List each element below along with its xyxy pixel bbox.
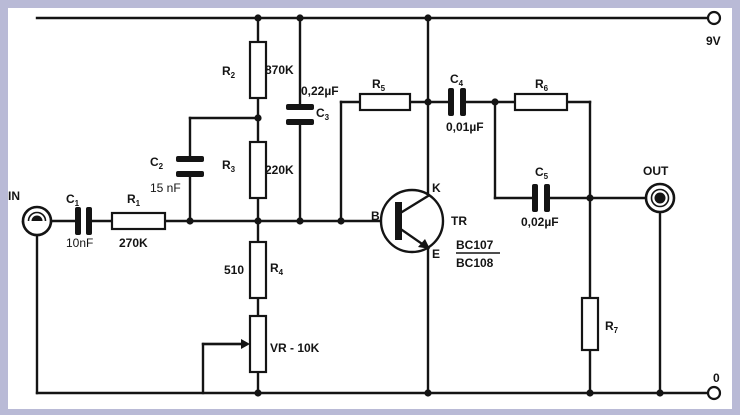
transistor-label: TR (451, 214, 467, 228)
r7-label: R7 (605, 319, 619, 335)
c5-label: C5 (535, 165, 549, 181)
capacitor-c2 (176, 156, 204, 177)
capacitor-c5 (532, 184, 550, 212)
supply-terminal (706, 10, 722, 26)
r1-value: 270K (119, 236, 148, 250)
resistor-r2 (248, 40, 268, 100)
c3-label: C3 (316, 106, 330, 122)
r3-value: 220K (265, 163, 294, 177)
supply-label: 9V (706, 34, 721, 48)
input-label: IN (8, 189, 20, 203)
pin-b-label: B (371, 209, 380, 223)
wires (35, 16, 710, 395)
vr-label: VR - 10K (270, 341, 320, 355)
pin-e-label: E (432, 247, 440, 261)
capacitor-c1 (75, 207, 92, 235)
resistor-r6 (513, 92, 569, 112)
c4-value: 0,01µF (446, 120, 484, 134)
transistor-type-1: BC107 (456, 238, 494, 252)
potentiometer-vr (248, 314, 268, 374)
schematic-sheet: 9V 0 IN OUT (8, 8, 732, 409)
input-jack (21, 205, 53, 237)
r4-value: 510 (224, 263, 244, 277)
c5-value: 0,02µF (521, 215, 559, 229)
capacitor-c4 (448, 88, 466, 116)
c2-value: 15 nF (150, 181, 181, 195)
r2-value: 870K (265, 63, 294, 77)
ground-terminal (706, 385, 722, 401)
resistor-r4 (248, 240, 268, 300)
transistor-tr (379, 188, 445, 254)
output-jack (644, 182, 676, 214)
r2-label: R2 (222, 64, 236, 80)
r4-label: R4 (270, 261, 284, 277)
resistor-r1 (110, 211, 167, 231)
r5-label: R5 (372, 77, 386, 93)
emitter-arrow-icon (418, 239, 430, 249)
c3-value: 0,22µF (301, 84, 339, 98)
output-label: OUT (643, 164, 669, 178)
ground-label: 0 (713, 371, 720, 385)
pin-k-label: K (432, 181, 441, 195)
transistor-type-2: BC108 (456, 256, 494, 270)
r3-label: R3 (222, 158, 236, 174)
r6-label: R6 (535, 77, 549, 93)
wiper-arrow-icon (241, 339, 250, 349)
amplifier-schematic: 9V 0 IN OUT (8, 10, 722, 401)
resistor-r7 (580, 296, 600, 352)
c1-value: 10nF (66, 236, 93, 250)
c4-label: C4 (450, 72, 464, 88)
c1-label: C1 (66, 192, 80, 208)
junctions (186, 14, 664, 397)
capacitor-c3 (286, 104, 314, 125)
resistor-r3 (248, 140, 268, 200)
c2-label: C2 (150, 155, 164, 171)
resistor-r5 (358, 92, 412, 112)
r1-label: R1 (127, 192, 141, 208)
